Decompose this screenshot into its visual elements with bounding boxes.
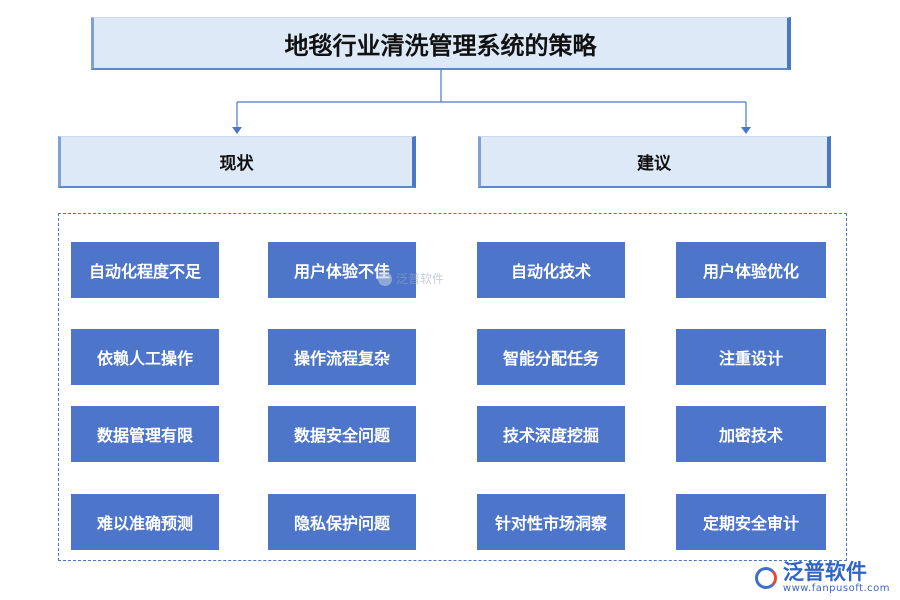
- item-data-security-issue: 数据安全问题: [268, 406, 416, 462]
- section-current-status: 现状: [58, 136, 416, 188]
- brand-name: 泛普软件: [782, 560, 867, 584]
- item-deep-tech-mining: 技术深度挖掘: [477, 406, 625, 462]
- item-complex-process: 操作流程复杂: [268, 329, 416, 385]
- item-hard-to-predict: 难以准确预测: [71, 494, 219, 550]
- right-arrowhead: [741, 127, 751, 134]
- item-market-insight: 针对性市场洞察: [477, 494, 625, 550]
- left-arrowhead: [232, 127, 242, 134]
- item-user-experience-optimization: 用户体验优化: [676, 242, 826, 298]
- item-encryption-technology: 加密技术: [676, 406, 826, 462]
- item-limited-data-management: 数据管理有限: [71, 406, 219, 462]
- items-container: [58, 213, 847, 561]
- item-design-focus: 注重设计: [676, 329, 826, 385]
- brand-logo: 泛普软件 www.fanpusoft.com: [754, 560, 890, 594]
- item-automation-technology: 自动化技术: [477, 242, 625, 298]
- brand-url: www.fanpusoft.com: [782, 583, 890, 594]
- item-smart-task-allocation: 智能分配任务: [477, 329, 625, 385]
- diagram-title: 地毯行业清洗管理系统的策略: [91, 17, 791, 70]
- watermark-text: 泛普软件: [396, 272, 445, 286]
- item-privacy-issue: 隐私保护问题: [268, 494, 416, 550]
- watermark-logo-icon: [378, 271, 392, 286]
- watermark: 泛普软件: [378, 270, 444, 287]
- item-poor-user-experience: 用户体验不佳: [268, 242, 416, 298]
- section-suggestions: 建议: [478, 136, 831, 188]
- item-manual-dependence: 依赖人工操作: [71, 329, 219, 385]
- brand-logo-icon: [754, 566, 777, 589]
- item-security-audit: 定期安全审计: [676, 494, 826, 550]
- item-automation-insufficient: 自动化程度不足: [71, 242, 219, 298]
